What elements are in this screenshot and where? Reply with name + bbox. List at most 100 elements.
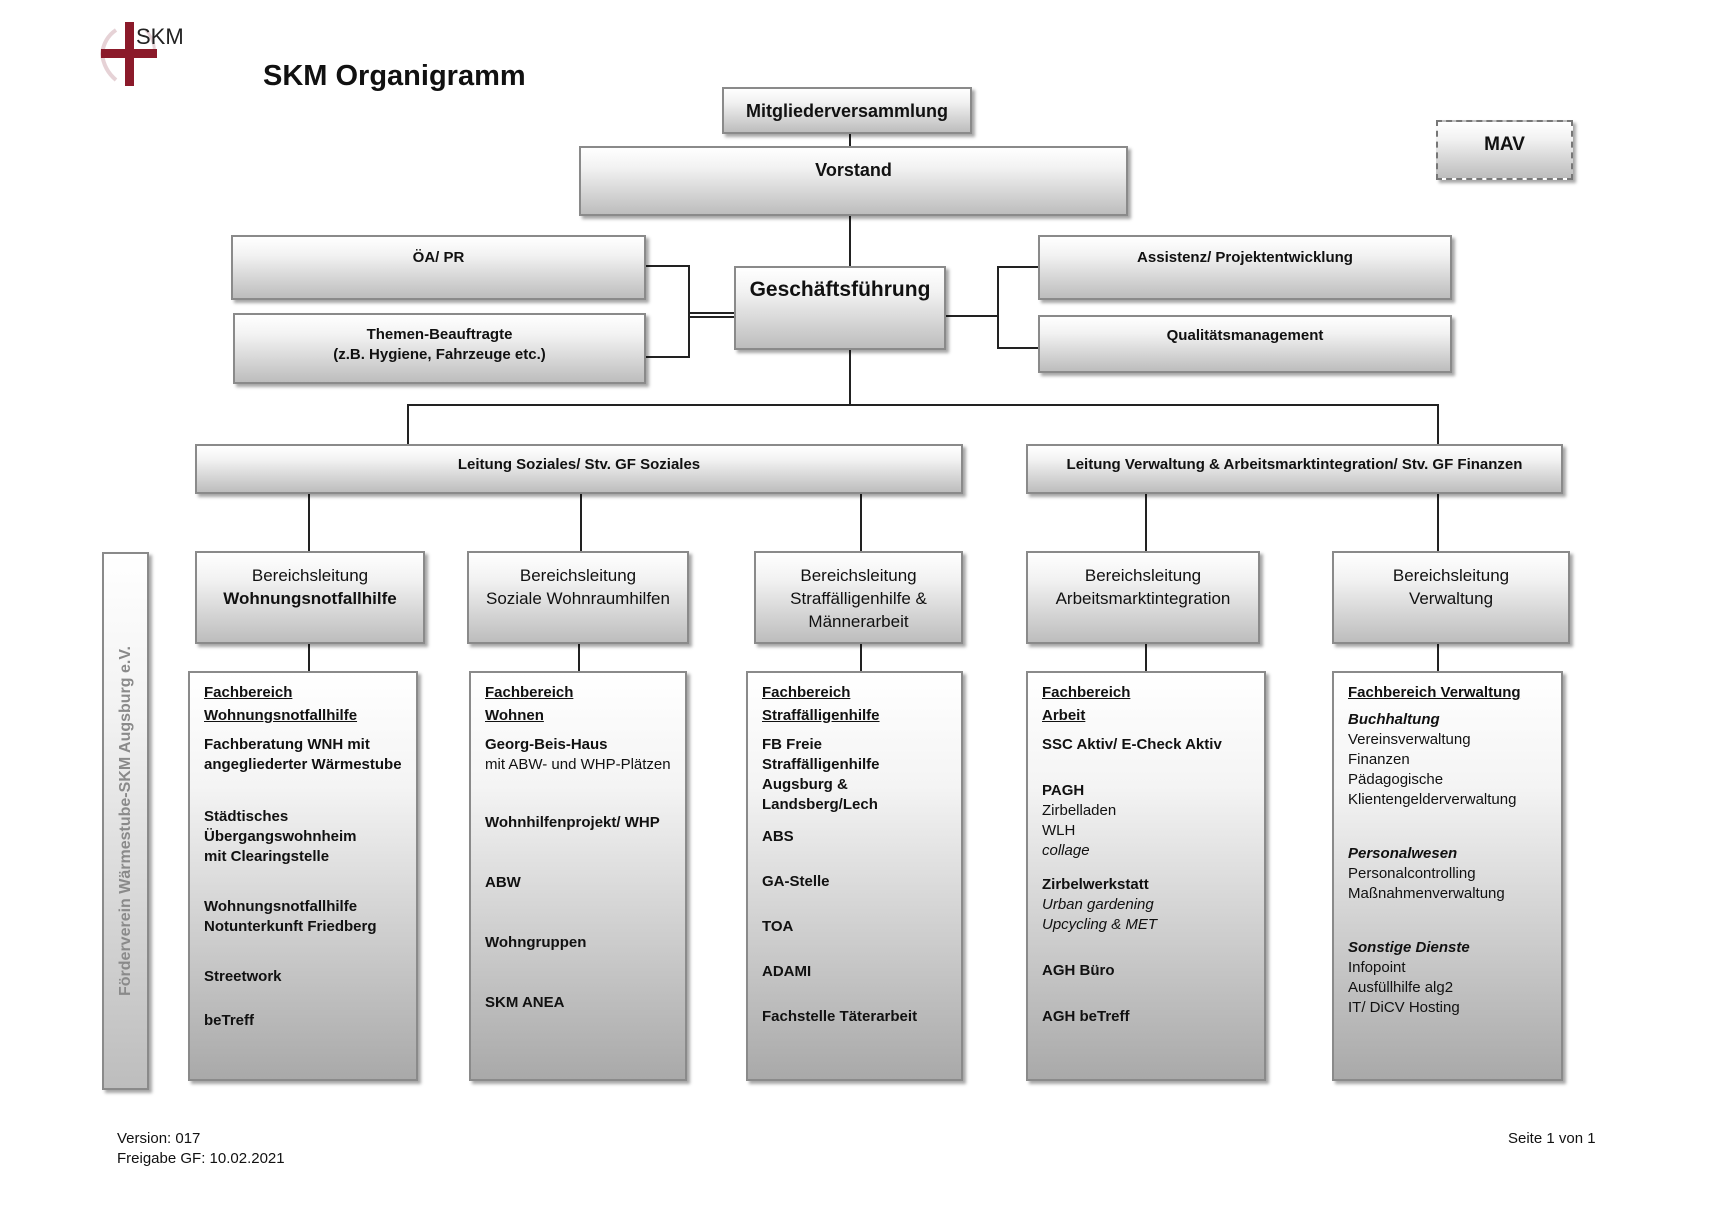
pr-box: ÖA/ PR	[231, 235, 646, 300]
themes-sublabel: (z.B. Hygiene, Fahrzeuge etc.)	[333, 346, 546, 363]
dept-item: Vereinsverwaltung	[1348, 731, 1471, 748]
dept-item: Zirbelwerkstatt	[1042, 876, 1149, 893]
dept-item: PAGH	[1042, 782, 1085, 799]
dept-item: mit Clearingstelle	[204, 848, 330, 865]
connector	[849, 349, 851, 405]
dept-item: Landsberg/Lech	[762, 796, 878, 813]
qm-box: Qualitätsmanagement	[1038, 315, 1452, 373]
connector	[1437, 644, 1439, 672]
dept-heading: Wohnungsnotfallhilfe	[204, 707, 358, 724]
assembly-label: Mitgliederversammlung	[745, 101, 949, 121]
dept-subheading: Buchhaltung	[1348, 711, 1440, 728]
dept-labour-box: Fachbereich Arbeit SSC Aktiv/ E-Check Ak…	[1026, 671, 1266, 1081]
lead-social-box: Leitung Soziales/ Stv. GF Soziales	[195, 444, 963, 494]
dept-item: Wohnhilfenprojekt/ WHP	[485, 814, 660, 831]
footer-version: Version: 017	[117, 1130, 201, 1147]
assist-box: Assistenz/ Projektentwicklung	[1038, 235, 1452, 300]
dept-item: ADAMI	[762, 963, 812, 980]
lead-social-label: Leitung Soziales/ Stv. GF Soziales	[457, 456, 701, 473]
dept-item: AGH beTreff	[1042, 1008, 1130, 1025]
dept-item: Straffälligenhilfe	[762, 756, 880, 773]
mav-box: MAV	[1436, 120, 1573, 180]
dept-heading: Straffälligenhilfe	[762, 707, 880, 724]
connector	[407, 404, 409, 444]
dept-living-box: Fachbereich Wohnen Georg-Beis-Haus mit A…	[469, 671, 687, 1081]
connector	[1145, 644, 1147, 672]
dept-item: angegliederter Wärmestube	[204, 756, 402, 773]
dept-item: Städtisches	[204, 808, 289, 825]
dept-item: collage	[1042, 842, 1090, 859]
lead-admin-label: Leitung Verwaltung & Arbeitsmarktintegra…	[1066, 456, 1523, 473]
dept-heading: Fachbereich	[204, 684, 293, 701]
dept-item: ABW	[485, 874, 521, 891]
connector	[688, 265, 690, 357]
assist-label: Assistenz/ Projektentwicklung	[1137, 249, 1353, 266]
dept-subheading: Sonstige Dienste	[1348, 939, 1470, 956]
dept-heading: Fachbereich	[485, 684, 574, 701]
connector	[860, 644, 862, 672]
dept-item: Übergangswohnheim	[204, 828, 357, 845]
dept-heading: Fachbereich	[762, 684, 851, 701]
footer-release: Freigabe GF: 10.02.2021	[117, 1150, 285, 1167]
side-label: Förderverein Wärmestube-SKM Augsburg e.V…	[116, 646, 134, 996]
dept-item: Notunterkunft Friedberg	[204, 918, 377, 935]
division-name: Arbeitsmarktintegration	[1055, 589, 1231, 608]
page-title: SKM Organigramm	[263, 60, 526, 92]
dept-item: Finanzen	[1348, 751, 1410, 768]
management-box: Geschäftsführung	[734, 266, 946, 350]
connector	[849, 214, 851, 267]
division-name: Wohnungsnotfallhilfe	[223, 589, 397, 608]
connector	[1437, 404, 1439, 444]
connector	[688, 312, 735, 314]
dept-item: Pädagogische	[1348, 771, 1444, 788]
lead-admin-box: Leitung Verwaltung & Arbeitsmarktintegra…	[1026, 444, 1563, 494]
dept-item: SKM ANEA	[485, 994, 565, 1011]
division-name-2: Männerarbeit	[808, 612, 909, 631]
division-name: Soziale Wohnraumhilfen	[486, 589, 670, 608]
dept-item: IT/ DiCV Hosting	[1348, 999, 1460, 1016]
mav-label: MAV	[1484, 134, 1525, 155]
dept-item: Augsburg &	[762, 776, 848, 793]
qm-label: Qualitätsmanagement	[1166, 327, 1324, 344]
connector	[308, 635, 310, 672]
connector	[580, 494, 582, 551]
connector	[1145, 494, 1147, 551]
management-label: Geschäftsführung	[749, 278, 931, 301]
dept-item: mit ABW- und WHP-Plätzen	[485, 756, 671, 773]
division-title: Bereichsleitung	[1084, 566, 1202, 585]
connector	[578, 644, 580, 672]
dept-item: Wohngruppen	[485, 934, 587, 951]
connector	[849, 133, 851, 147]
themes-box: Themen-Beauftragte (z.B. Hygiene, Fahrze…	[233, 313, 646, 384]
division-title: Bereichsleitung	[1392, 566, 1510, 585]
dept-item: Personalcontrolling	[1348, 865, 1476, 882]
dept-admin-box: Fachbereich Verwaltung Buchhaltung Verei…	[1332, 671, 1563, 1081]
themes-label: Themen-Beauftragte	[366, 326, 513, 343]
dept-item: Klientengelderverwaltung	[1348, 791, 1517, 808]
dept-item: SSC Aktiv/ E-Check Aktiv	[1042, 736, 1222, 753]
connector	[997, 266, 999, 349]
connector	[997, 266, 1039, 268]
connector	[688, 316, 735, 318]
division-box-labour: Bereichsleitung Arbeitsmarktintegration	[1026, 551, 1260, 644]
connector	[944, 315, 997, 317]
division-title: Bereichsleitung	[251, 566, 369, 585]
division-box-admin: Bereichsleitung Verwaltung	[1332, 551, 1570, 644]
pr-label: ÖA/ PR	[412, 249, 465, 266]
board-label: Vorstand	[815, 160, 892, 180]
division-box-housing: Bereichsleitung Wohnungsnotfallhilfe	[195, 551, 425, 644]
dept-item: Ausfüllhilfe alg2	[1348, 979, 1454, 996]
dept-item: AGH Büro	[1042, 962, 1115, 979]
division-box-offender: Bereichsleitung Straffälligenhilfe & Män…	[754, 551, 963, 644]
dept-item: beTreff	[204, 1012, 255, 1029]
dept-item: Fachberatung WNH mit	[204, 736, 370, 753]
dept-item: Maßnahmenverwaltung	[1348, 885, 1505, 902]
footer-page: Seite 1 von 1	[1508, 1130, 1596, 1147]
caritas-cross-icon	[99, 22, 157, 86]
connector	[645, 265, 688, 267]
dept-item: GA-Stelle	[762, 873, 830, 890]
connector	[997, 347, 1039, 349]
dept-item: Zirbelladen	[1042, 802, 1117, 819]
division-box-living: Bereichsleitung Soziale Wohnraumhilfen	[467, 551, 689, 644]
dept-heading: Fachbereich Verwaltung	[1348, 684, 1521, 701]
